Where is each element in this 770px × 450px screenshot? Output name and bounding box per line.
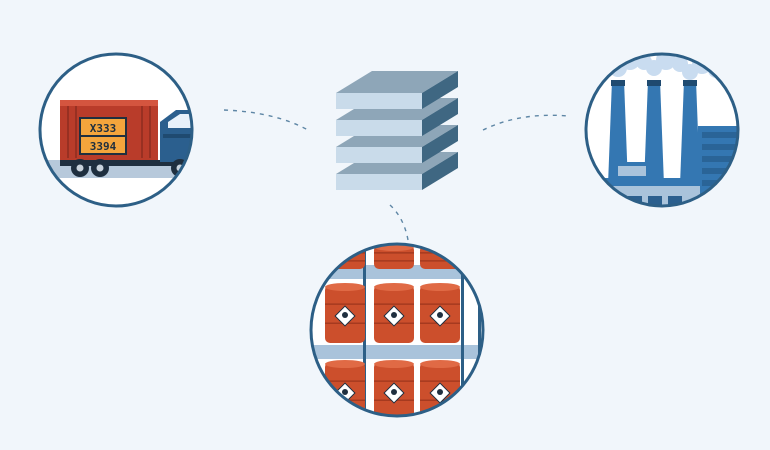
hazard-plate: X333 3394 (79, 117, 127, 155)
hazard-barrels-icon (309, 242, 485, 418)
hazard-plate-bottom: 3394 (90, 140, 117, 153)
hazard-barrel (374, 360, 414, 416)
hazard-barrel (325, 283, 365, 343)
connector-stack-to-factory (482, 114, 569, 131)
stack-layer-1 (336, 71, 458, 109)
hazard-barrel (325, 360, 365, 416)
barrels-ring (309, 242, 485, 418)
chimneys (608, 80, 700, 185)
hazard-barrel (374, 283, 414, 343)
truck-ring (38, 52, 194, 208)
shelf-middle (311, 345, 483, 359)
factory-ring (584, 52, 740, 208)
truck-icon: X333 3394 (38, 52, 194, 208)
hazard-barrel (325, 244, 365, 269)
connector-stack-to-barrels (389, 204, 409, 241)
layer-stack-icon (336, 71, 458, 190)
hazard-barrel (420, 283, 460, 343)
factory-icon (584, 52, 740, 208)
connector-truck-to-stack (223, 109, 309, 131)
connectors (223, 109, 569, 241)
barrel-rack (311, 244, 483, 416)
hazard-plate-top: X333 (90, 122, 117, 135)
